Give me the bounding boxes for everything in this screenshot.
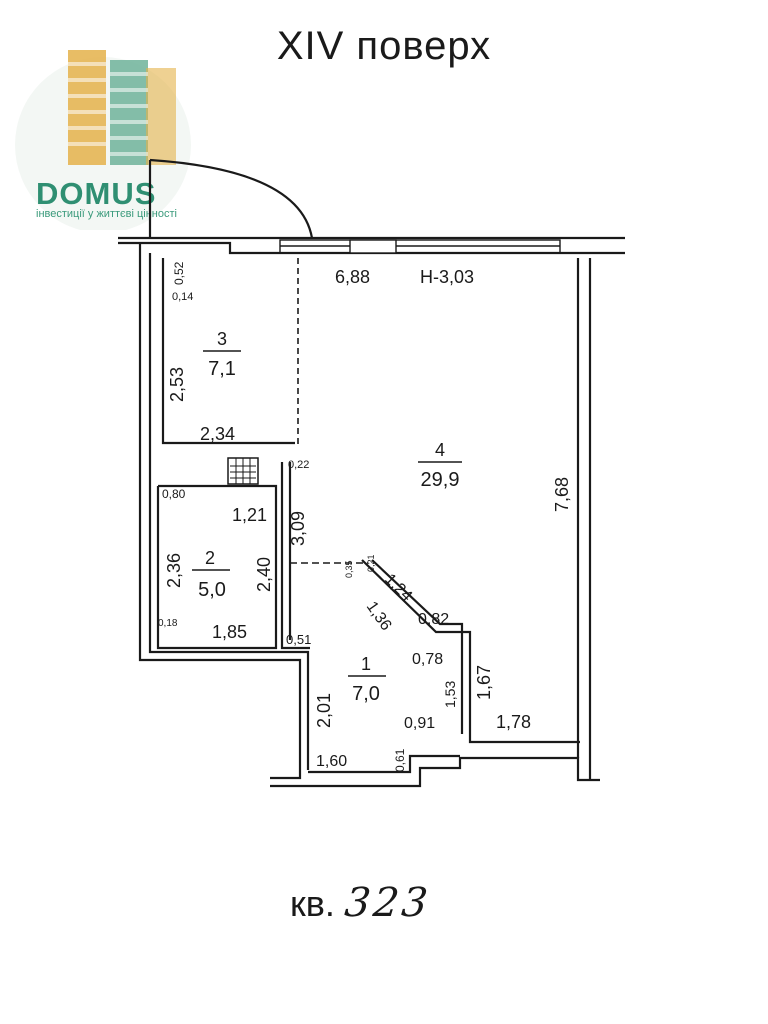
room2-number: 2: [205, 548, 215, 568]
dim-r1-035: 0,35: [344, 560, 354, 578]
dim-r1-021: 0,21: [366, 554, 376, 572]
central-wall: [280, 462, 310, 650]
outer-wall-bottom: [270, 756, 600, 788]
domus-logo-graphic: [15, 50, 191, 233]
dim-r1-091: 0,91: [404, 715, 435, 732]
room2-wall: [156, 484, 278, 650]
room1-area: 7,0: [352, 683, 380, 705]
dim-r4-small: 0,22: [288, 459, 309, 471]
dim-top-width: 6,88: [335, 267, 370, 287]
dim-wall-240: 2,40: [254, 557, 274, 592]
apartment-number: 323: [342, 880, 433, 926]
dim-r4-bottom: 1,78: [496, 712, 531, 732]
window: [279, 239, 561, 254]
dim-r1-diag-136: 1,36: [363, 599, 395, 634]
dim-r2-bottom: 1,85: [212, 622, 247, 642]
apartment-label: кв.323: [290, 880, 433, 926]
room3-area: 7,1: [208, 358, 236, 380]
dim-r1-left: 2,01: [314, 693, 334, 728]
room4-number: 4: [435, 440, 445, 460]
logo-tagline: інвестиції у життєві цінності: [36, 208, 177, 220]
dim-r1-061: 0,61: [393, 748, 407, 772]
outer-wall-bottom-inner: [308, 754, 460, 774]
dim-r2-top: 1,21: [232, 505, 267, 525]
dim-r3-bottom: 2,34: [200, 424, 235, 444]
dim-r1-078: 0,78: [412, 651, 443, 668]
room2-area: 5,0: [198, 579, 226, 601]
dim-ceiling-height: Н-3,03: [420, 267, 474, 287]
floor-title: XIV поверх: [276, 24, 492, 68]
dim-r3-corner-b: 0,14: [172, 291, 193, 303]
entry-door-swing: [149, 158, 314, 239]
dim-r3-corner-a: 0,52: [172, 261, 186, 285]
room3-wall: [161, 258, 295, 445]
dim-r1-082: 0,82: [418, 611, 449, 628]
dim-r1-153: 1,53: [442, 681, 458, 708]
dim-r1-051: 0,51: [286, 632, 311, 647]
outer-wall-left: [138, 243, 302, 780]
dim-wall-309: 3,09: [288, 511, 308, 546]
dim-r2-corner: 0,18: [158, 618, 178, 629]
dim-r4-right: 7,68: [552, 477, 572, 512]
apartment-prefix: кв.: [290, 883, 335, 924]
logo-name: DOMUS: [36, 176, 157, 211]
outer-wall-left-inner: [148, 253, 310, 770]
dim-r3-left: 2,53: [167, 367, 187, 402]
dim-r2-left: 2,36: [164, 553, 184, 588]
room3-number: 3: [217, 329, 227, 349]
room1-number: 1: [361, 654, 371, 674]
diagonal-wall: [361, 559, 580, 744]
dim-r4-step: 1,67: [474, 665, 494, 700]
diagonal-wall-inner: [371, 559, 464, 734]
room4-area: 29,9: [421, 469, 460, 491]
dim-r1-bottom: 1,60: [316, 753, 347, 770]
dim-r2-top-left: 0,80: [162, 487, 186, 501]
dim-r1-diag-124: 1,24: [381, 571, 415, 605]
domus-logo: [8, 40, 218, 233]
outer-wall-top: [118, 241, 625, 255]
